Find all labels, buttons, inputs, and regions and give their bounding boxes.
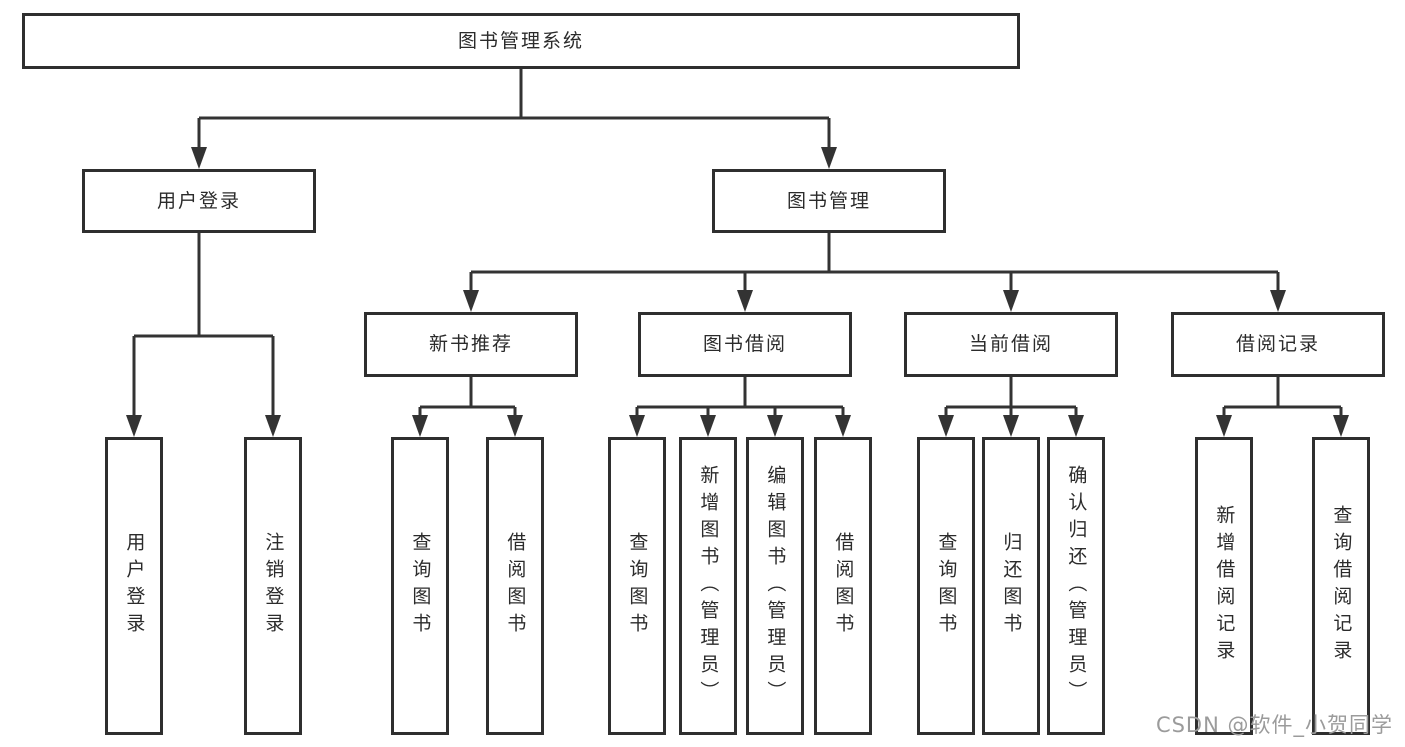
leaf-cb-query-books: 查询图书 [917, 437, 975, 735]
node-new-book-recommend: 新书推荐 [364, 312, 578, 377]
node-borrowing-records: 借阅记录 [1171, 312, 1385, 377]
leaf-logout-label: 注销登录 [262, 532, 285, 640]
leaf-cb-confirm-return-admin-label: 确认归还（管理员） [1065, 464, 1088, 708]
leaf-br-query-record-label: 查询借阅记录 [1330, 505, 1353, 667]
node-new-book-recommend-label: 新书推荐 [428, 333, 513, 356]
leaf-bb-edit-books-admin: 编辑图书（管理员） [746, 437, 804, 735]
leaf-cb-query-books-label: 查询图书 [935, 532, 958, 640]
leaf-bb-add-books-admin: 新增图书（管理员） [679, 437, 737, 735]
csdn-watermark: CSDN @软件_小贺同学 [1155, 713, 1393, 737]
node-user-login: 用户登录 [82, 169, 316, 233]
leaf-cb-confirm-return-admin: 确认归还（管理员） [1047, 437, 1105, 735]
leaf-bb-edit-books-admin-label: 编辑图书（管理员） [764, 464, 787, 708]
leaf-br-add-record-label: 新增借阅记录 [1213, 505, 1236, 667]
node-book-borrowing: 图书借阅 [638, 312, 852, 377]
leaf-user-login: 用户登录 [105, 437, 163, 735]
leaf-bb-query-books: 查询图书 [608, 437, 666, 735]
leaf-bb-query-books-label: 查询图书 [626, 532, 649, 640]
leaf-logout: 注销登录 [244, 437, 302, 735]
leaf-nb-query-books: 查询图书 [391, 437, 449, 735]
leaf-user-login-label: 用户登录 [123, 532, 146, 640]
node-book-management-label: 图书管理 [786, 189, 871, 212]
leaf-br-add-record: 新增借阅记录 [1195, 437, 1253, 735]
leaf-br-query-record: 查询借阅记录 [1312, 437, 1370, 735]
node-root: 图书管理系统 [22, 13, 1020, 69]
leaf-nb-query-books-label: 查询图书 [409, 532, 432, 640]
leaf-bb-borrow-books: 借阅图书 [814, 437, 872, 735]
node-book-management: 图书管理 [712, 169, 946, 233]
leaf-nb-borrow-books: 借阅图书 [486, 437, 544, 735]
leaf-bb-add-books-admin-label: 新增图书（管理员） [697, 464, 720, 708]
node-book-borrowing-label: 图书借阅 [702, 333, 787, 356]
node-current-borrowing: 当前借阅 [904, 312, 1118, 377]
leaf-bb-borrow-books-label: 借阅图书 [832, 532, 855, 640]
node-current-borrowing-label: 当前借阅 [968, 333, 1053, 356]
leaf-cb-return-books: 归还图书 [982, 437, 1040, 735]
leaf-cb-return-books-label: 归还图书 [1000, 532, 1023, 640]
leaf-nb-borrow-books-label: 借阅图书 [504, 532, 527, 640]
node-root-label: 图书管理系统 [457, 29, 584, 52]
node-user-login-label: 用户登录 [156, 189, 241, 212]
node-borrowing-records-label: 借阅记录 [1235, 333, 1320, 356]
